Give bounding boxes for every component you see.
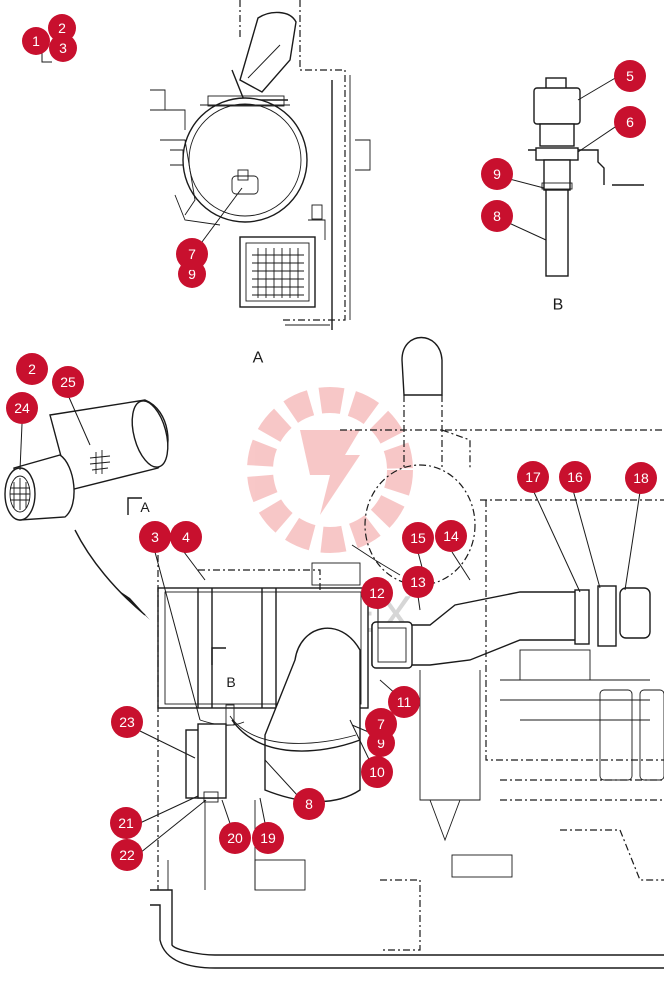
svg-text:3: 3: [59, 40, 67, 56]
callout-12: 12: [361, 577, 393, 609]
view-b-label: B: [553, 297, 564, 314]
svg-text:20: 20: [227, 830, 243, 846]
section-ref-a: A: [140, 499, 150, 515]
svg-text:23: 23: [119, 714, 135, 730]
svg-text:16: 16: [567, 469, 583, 485]
callout-6: 6: [614, 106, 646, 138]
svg-text:18: 18: [633, 470, 649, 486]
callout-21: 21: [110, 807, 142, 839]
svg-text:8: 8: [305, 796, 313, 812]
view-a-label: A: [253, 350, 264, 367]
callout-3: 3: [49, 34, 77, 62]
svg-text:9: 9: [493, 166, 501, 182]
svg-text:14: 14: [443, 528, 459, 544]
svg-text:12: 12: [369, 585, 385, 601]
svg-text:25: 25: [60, 374, 76, 390]
svg-text:10: 10: [369, 764, 385, 780]
callout-11: 11: [388, 686, 420, 718]
callout-22: 22: [111, 839, 143, 871]
callout-20: 20: [219, 822, 251, 854]
callout-15: 15: [402, 522, 434, 554]
cartridge-mesh: [10, 450, 111, 510]
callout-7: 7: [365, 708, 397, 740]
svg-text:4: 4: [182, 529, 190, 545]
callout-13: 13: [402, 566, 434, 598]
callout-8: 8: [481, 200, 513, 232]
svg-text:1: 1: [32, 33, 40, 49]
callout-7: 7: [176, 238, 208, 270]
section-ref-b: B: [226, 674, 235, 690]
svg-text:21: 21: [118, 815, 134, 831]
callout-10: 10: [361, 756, 393, 788]
svg-text:7: 7: [188, 246, 196, 262]
svg-text:5: 5: [626, 68, 634, 84]
callout-19: 19: [252, 822, 284, 854]
callout-2: 2: [48, 14, 76, 42]
svg-text:24: 24: [14, 400, 30, 416]
view-a-drawing: [150, 0, 371, 330]
main-assembly-drawing: [150, 336, 664, 969]
callout-24: 24: [6, 392, 38, 424]
svg-text:19: 19: [260, 830, 276, 846]
callout-17: 17: [517, 461, 549, 493]
svg-text:15: 15: [410, 530, 426, 546]
callout-18: 18: [625, 462, 657, 494]
svg-text:22: 22: [119, 847, 135, 863]
svg-text:17: 17: [525, 469, 541, 485]
svg-text:13: 13: [410, 574, 426, 590]
callout-1: 1: [22, 27, 50, 55]
callout-4: 4: [170, 521, 202, 553]
callout-8: 8: [293, 788, 325, 820]
callout-9: 9: [481, 158, 513, 190]
svg-text:7: 7: [377, 716, 385, 732]
view-b-drawing: [528, 77, 644, 277]
watermark-logo: [247, 387, 413, 553]
callout-14: 14: [435, 520, 467, 552]
callout-2: 2: [16, 353, 48, 385]
callout-5: 5: [614, 60, 646, 92]
svg-text:6: 6: [626, 114, 634, 130]
svg-text:9: 9: [377, 735, 385, 751]
callout-23: 23: [111, 706, 143, 738]
view-markers: [127, 497, 226, 665]
callout-badges: 2 1 3 9 7 5 6 9 8 2 25 24 3 4 17 16 18 1…: [6, 14, 657, 871]
callout-3: 3: [139, 521, 171, 553]
svg-text:2: 2: [28, 361, 36, 377]
svg-text:8: 8: [493, 208, 501, 224]
callout-16: 16: [559, 461, 591, 493]
svg-text:9: 9: [188, 266, 196, 282]
svg-text:11: 11: [397, 694, 412, 710]
svg-text:3: 3: [151, 529, 159, 545]
callout-25: 25: [52, 366, 84, 398]
grille-mesh: [252, 248, 304, 298]
svg-text:2: 2: [58, 20, 66, 36]
